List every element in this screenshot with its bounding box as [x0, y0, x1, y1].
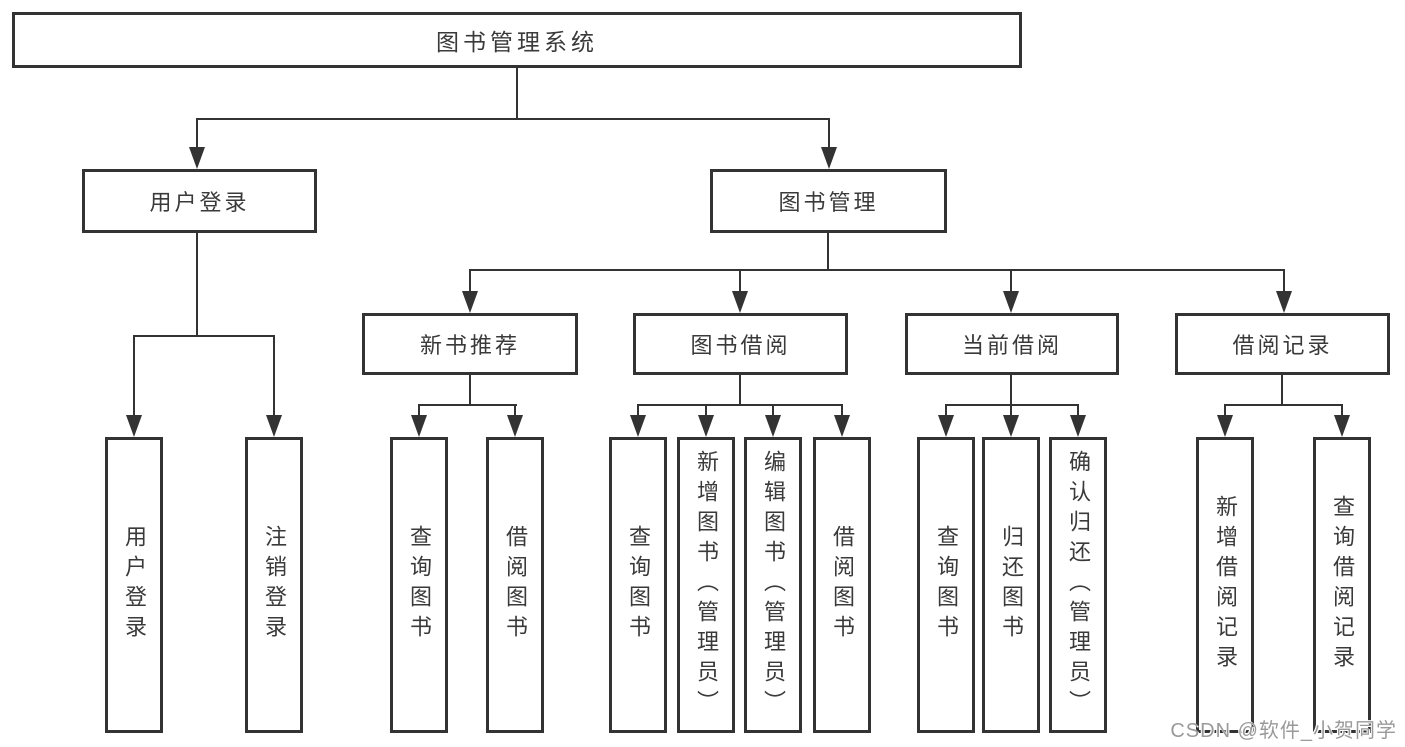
leaf-query-books: 查询图书 [390, 437, 448, 733]
node-label: 图书借阅 [690, 333, 791, 358]
leaf-return-book: 归还图书 [982, 437, 1040, 733]
node-label: 新书推荐 [419, 333, 520, 358]
arrow-down-icon [732, 291, 748, 313]
connector-line [516, 68, 518, 120]
connector-line [1281, 375, 1283, 406]
leaf-label: 查询图书 [407, 525, 432, 645]
connector-line [739, 375, 741, 406]
connector-line [133, 335, 135, 417]
leaf-query-books: 查询图书 [917, 437, 975, 733]
connector-line [418, 404, 420, 417]
leaf-borrow-books: 借阅图书 [486, 437, 544, 733]
leaf-label: 注销登录 [262, 525, 287, 645]
connector-line [1224, 404, 1343, 406]
leaf-add-book-admin: 新增图书（管理员） [677, 437, 735, 733]
connector-line [469, 269, 1285, 271]
connector-line [1010, 269, 1012, 295]
connector-line [637, 404, 639, 417]
leaf-label: 编辑图书（管理员） [761, 450, 786, 720]
node-label: 用户登录 [149, 190, 250, 215]
leaf-logout: 注销登录 [245, 437, 303, 733]
node-label: 图书管理系统 [436, 29, 598, 55]
node-label: 图书管理 [778, 190, 879, 215]
leaf-label: 确认归还（管理员） [1066, 450, 1091, 720]
leaf-label: 新增借阅记录 [1213, 495, 1238, 675]
arrow-down-icon [411, 415, 427, 437]
arrow-down-icon [1003, 291, 1019, 313]
arrow-down-icon [1276, 291, 1292, 313]
node-user-login: 用户登录 [82, 169, 317, 233]
connector-line [637, 404, 843, 406]
arrow-down-icon [1334, 415, 1350, 437]
connector-line [827, 233, 829, 271]
leaf-label: 借阅图书 [830, 525, 855, 645]
arrow-down-icon [698, 415, 714, 437]
arrow-down-icon [1070, 415, 1086, 437]
leaf-label: 查询借阅记录 [1330, 495, 1355, 675]
node-current-borrow: 当前借阅 [905, 313, 1119, 375]
node-label: 当前借阅 [961, 333, 1062, 358]
arrow-down-icon [834, 415, 850, 437]
connector-line [841, 404, 843, 417]
arrow-down-icon [189, 147, 205, 169]
node-borrow-records: 借阅记录 [1175, 313, 1390, 375]
leaf-user-login: 用户登录 [105, 437, 163, 733]
connector-line [469, 375, 471, 406]
connector-line [945, 404, 1079, 406]
leaf-edit-book-admin: 编辑图书（管理员） [744, 437, 802, 733]
leaf-label: 用户登录 [122, 525, 147, 645]
arrow-down-icon [630, 415, 646, 437]
arrow-down-icon [765, 415, 781, 437]
leaf-confirm-return-admin: 确认归还（管理员） [1049, 437, 1107, 733]
arrow-down-icon [462, 291, 478, 313]
connector-line [828, 118, 830, 150]
leaf-borrow-books: 借阅图书 [813, 437, 871, 733]
leaf-query-books: 查询图书 [609, 437, 667, 733]
node-book-borrow: 图书借阅 [633, 313, 848, 375]
connector-line [196, 118, 198, 150]
connector-line [1077, 404, 1079, 417]
leaf-query-borrow-record: 查询借阅记录 [1313, 437, 1371, 733]
connector-line [1224, 404, 1226, 417]
leaf-label: 借阅图书 [503, 525, 528, 645]
leaf-label: 查询图书 [626, 525, 651, 645]
arrow-down-icon [266, 415, 282, 437]
connector-line [469, 269, 471, 295]
connector-line [514, 404, 516, 417]
arrow-down-icon [1217, 415, 1233, 437]
node-label: 借阅记录 [1232, 333, 1333, 358]
connector-line [945, 404, 947, 417]
watermark: CSDN @软件_小贺同学 [1170, 720, 1397, 742]
connector-line [1010, 404, 1012, 417]
arrow-down-icon [1003, 415, 1019, 437]
connector-line [196, 233, 198, 337]
node-library-system: 图书管理系统 [12, 12, 1022, 68]
connector-line [1010, 375, 1012, 406]
connector-line [273, 335, 275, 417]
arrow-down-icon [126, 415, 142, 437]
node-new-book-recommend: 新书推荐 [362, 313, 578, 375]
arrow-down-icon [821, 147, 837, 169]
connector-line [418, 404, 517, 406]
arrow-down-icon [507, 415, 523, 437]
connector-line [1341, 404, 1343, 417]
leaf-add-borrow-record: 新增借阅记录 [1196, 437, 1254, 733]
connector-line [1283, 269, 1285, 295]
leaf-label: 归还图书 [999, 525, 1024, 645]
connector-line [133, 335, 275, 337]
leaf-label: 查询图书 [934, 525, 959, 645]
connector-line [772, 404, 774, 417]
connector-line [739, 269, 741, 295]
leaf-label: 新增图书（管理员） [694, 450, 719, 720]
node-book-management: 图书管理 [710, 169, 947, 233]
arrow-down-icon [938, 415, 954, 437]
connector-line [705, 404, 707, 417]
connector-line [196, 118, 830, 120]
